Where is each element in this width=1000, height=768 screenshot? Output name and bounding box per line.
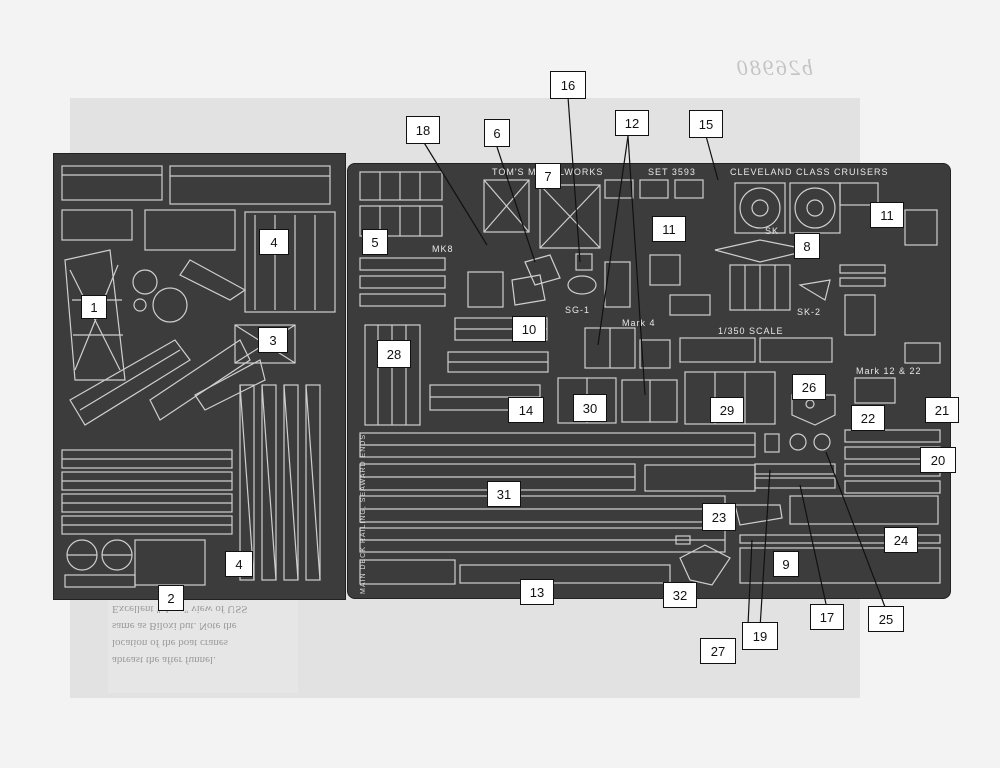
etched-set-number: SET 3593	[648, 167, 696, 177]
callout-30: 30	[573, 394, 607, 422]
callout-6: 6	[484, 119, 510, 147]
callout-11-left: 11	[652, 216, 686, 242]
ghost-caption-box	[108, 595, 298, 693]
callout-27: 27	[700, 638, 736, 664]
etched-sk: SK	[765, 226, 780, 236]
callout-15: 15	[689, 110, 723, 138]
callout-8: 8	[794, 233, 820, 259]
callout-12: 12	[615, 110, 649, 136]
etched-railing-note: MAIN DECK RAILING, SEAWARD ENDS	[360, 433, 367, 594]
callout-18: 18	[406, 116, 440, 144]
callout-5: 5	[362, 229, 388, 255]
callout-20: 20	[920, 447, 956, 473]
callout-4-top: 4	[259, 229, 289, 255]
callout-3: 3	[258, 327, 288, 353]
callout-22: 22	[851, 405, 885, 431]
callout-11-right: 11	[870, 202, 904, 228]
etched-sk2: SK-2	[797, 307, 822, 317]
callout-7: 7	[535, 163, 561, 189]
etched-scale: 1/350 SCALE	[718, 326, 784, 336]
etched-mark12-22: Mark 12 & 22	[856, 366, 922, 376]
callout-32: 32	[663, 582, 697, 608]
callout-4-bottom: 4	[225, 551, 253, 577]
callout-1: 1	[81, 295, 107, 319]
etched-mark4: Mark 4	[622, 318, 656, 328]
callout-31: 31	[487, 481, 521, 507]
callout-23: 23	[702, 503, 736, 531]
callout-21: 21	[925, 397, 959, 423]
callout-17: 17	[810, 604, 844, 630]
callout-13: 13	[520, 579, 554, 605]
callout-25: 25	[868, 606, 904, 632]
callout-29: 29	[710, 397, 744, 423]
etched-title: CLEVELAND CLASS CRUISERS	[730, 167, 889, 177]
etched-mk8: MK8	[432, 244, 454, 254]
etched-sg1: SG-1	[565, 305, 591, 315]
callout-16: 16	[550, 71, 586, 99]
callout-26: 26	[792, 374, 826, 400]
callout-2: 2	[158, 585, 184, 611]
callout-28: 28	[377, 340, 411, 368]
fret-right	[347, 163, 951, 599]
callout-10: 10	[512, 316, 546, 342]
callout-19: 19	[742, 622, 778, 650]
callout-24: 24	[884, 527, 918, 553]
callout-14: 14	[508, 397, 544, 423]
callout-9: 9	[773, 551, 799, 577]
